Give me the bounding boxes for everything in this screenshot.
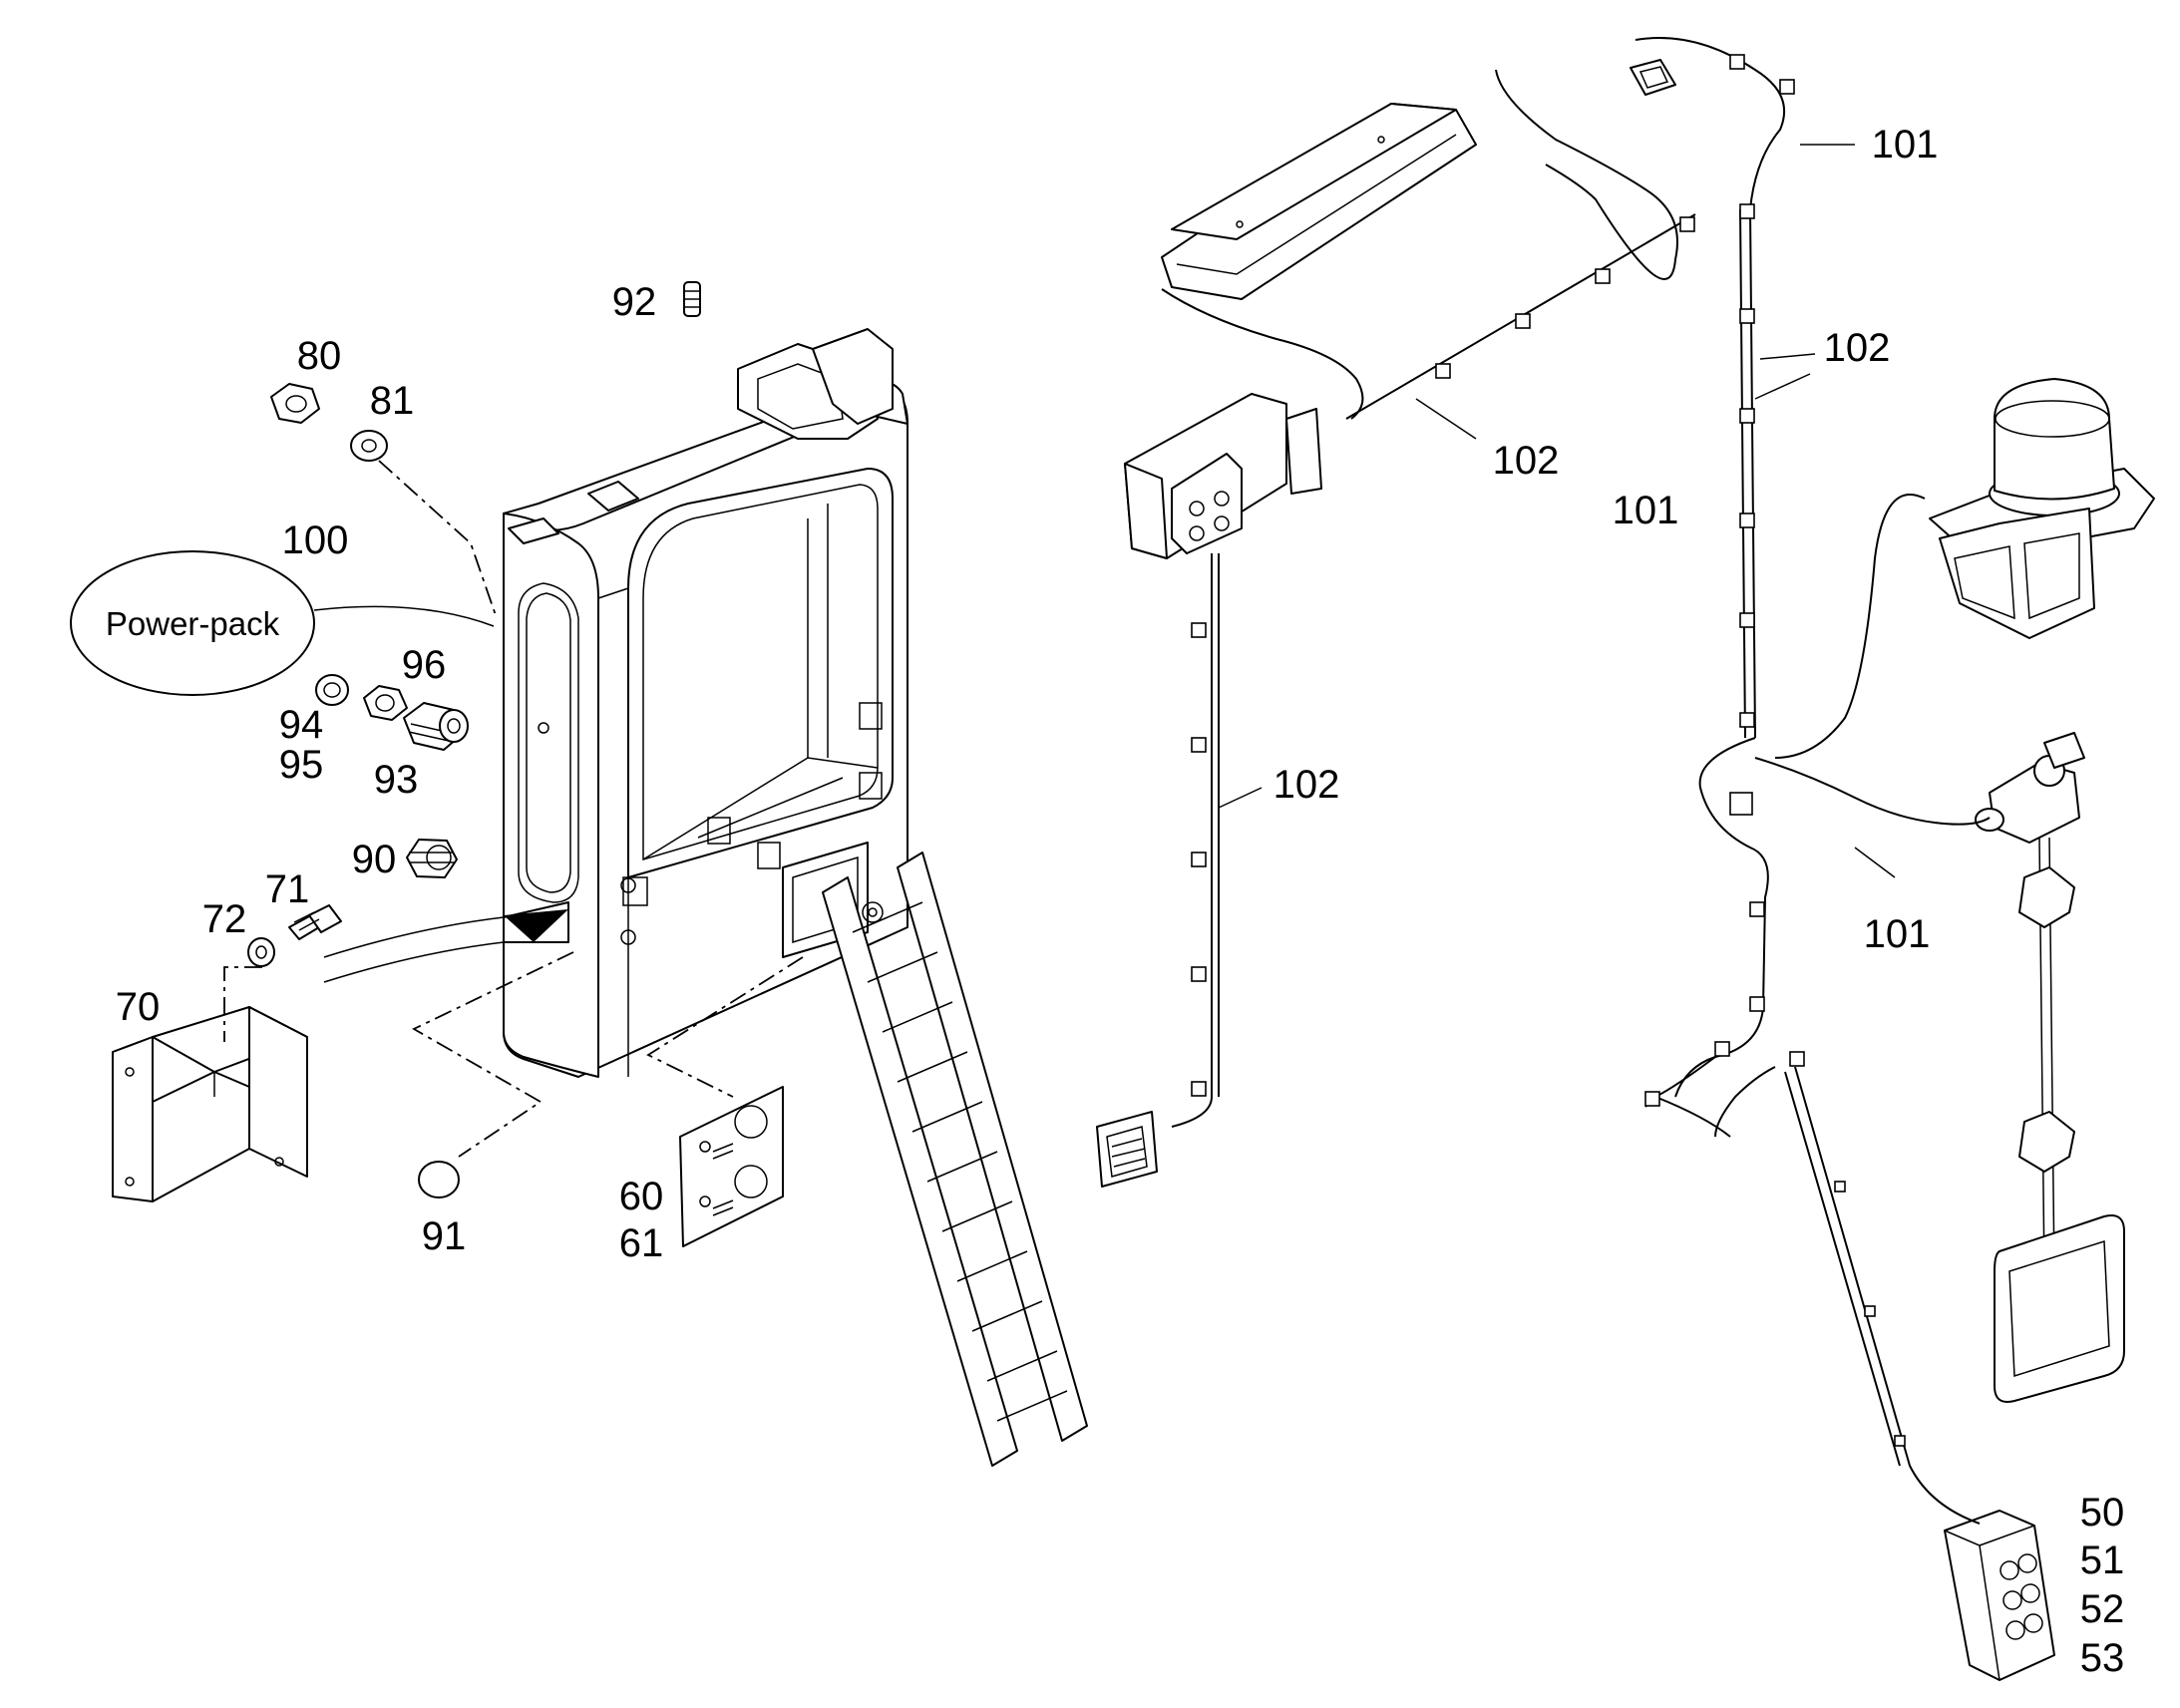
top-connector <box>1630 59 1676 96</box>
label-60: 60 <box>619 1175 664 1218</box>
cable-tray-box <box>1161 103 1477 300</box>
label-51: 51 <box>2080 1538 2125 1582</box>
label-61: 61 <box>619 1221 664 1265</box>
label-53: 53 <box>2080 1636 2125 1680</box>
label-70: 70 <box>116 985 161 1029</box>
label-101-lower: 101 <box>1864 912 1931 956</box>
label-102-right: 102 <box>1824 326 1891 370</box>
label-91: 91 <box>422 1214 467 1258</box>
label-102-lower: 102 <box>1273 763 1340 807</box>
label-102-middle: 102 <box>1493 439 1560 483</box>
label-94: 94 <box>279 703 324 747</box>
part-72-washer <box>247 937 275 967</box>
part-81-washer <box>350 430 388 462</box>
part-93-cable-gland <box>403 702 469 751</box>
part-71-fitting <box>288 904 342 940</box>
label-80: 80 <box>297 334 342 378</box>
beacon-lamp <box>1929 378 2155 639</box>
pendant-handle <box>1994 837 2125 1403</box>
label-96: 96 <box>402 643 447 687</box>
label-101-top: 101 <box>1872 123 1939 167</box>
access-ladder <box>822 852 1088 1467</box>
power-pack-callout: Power-pack <box>70 550 315 696</box>
label-52: 52 <box>2080 1587 2125 1631</box>
label-50: 50 <box>2080 1491 2125 1535</box>
part-92-plug <box>683 281 701 317</box>
label-90: 90 <box>352 838 397 881</box>
junction-box <box>1124 393 1322 559</box>
label-101-middle: 101 <box>1613 489 1679 532</box>
part-91-cap <box>418 1161 460 1198</box>
harness-clips <box>1191 54 1906 1447</box>
cabinet-body <box>503 328 908 1078</box>
label-92: 92 <box>612 280 657 324</box>
label-100: 100 <box>282 518 349 562</box>
label-72: 72 <box>202 897 247 941</box>
power-pack-label: Power-pack <box>106 605 280 642</box>
label-71: 71 <box>265 867 310 911</box>
part-96-locknut <box>363 685 408 721</box>
part-94-grommet <box>315 674 349 706</box>
part-80-nut <box>270 383 320 424</box>
pushbutton-station <box>1944 1510 2055 1681</box>
part-90-cable-gland <box>406 839 458 878</box>
label-95: 95 <box>279 743 324 787</box>
part-60-plate <box>679 1086 784 1247</box>
limit-switch <box>1975 732 2085 844</box>
harness-connector <box>1096 1111 1158 1188</box>
label-81: 81 <box>370 379 415 423</box>
label-93: 93 <box>374 758 419 802</box>
part-70-bracket <box>112 1006 308 1202</box>
